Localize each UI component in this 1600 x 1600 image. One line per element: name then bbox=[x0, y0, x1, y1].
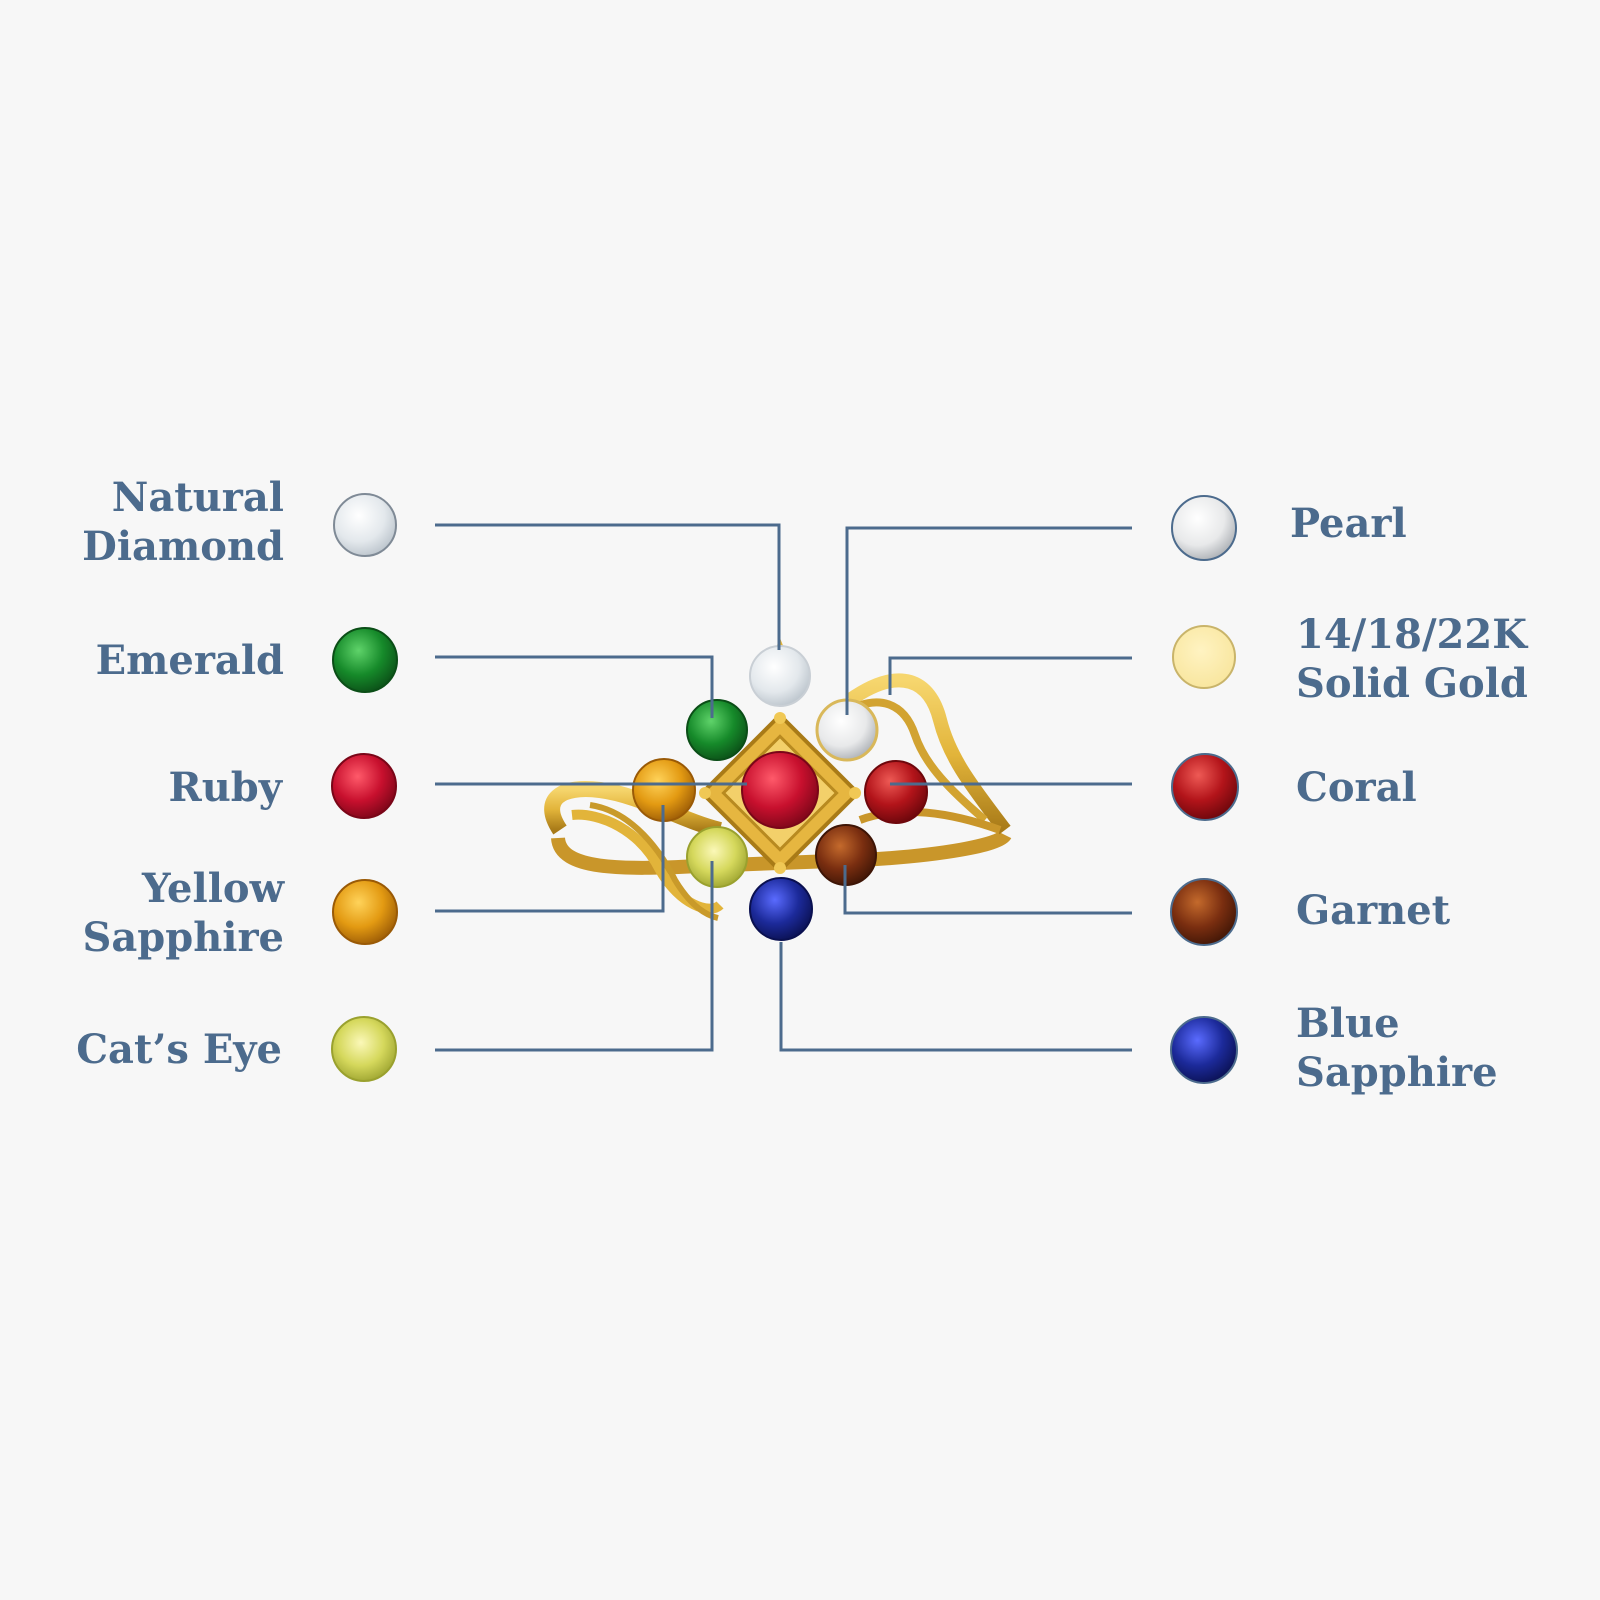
leader-emerald bbox=[435, 655, 714, 718]
label-coral: Coral bbox=[1296, 763, 1417, 812]
label-yellow-sapphire-line2: Sapphire bbox=[82, 914, 284, 961]
label-coral-line1: Coral bbox=[1296, 764, 1417, 811]
swatch-garnet bbox=[1170, 878, 1238, 946]
leader-blue-sapphire bbox=[779, 942, 1132, 1052]
label-solid-gold-line2: Solid Gold bbox=[1296, 660, 1528, 707]
leader-lines bbox=[435, 523, 1132, 1052]
ring-cats-eye bbox=[686, 826, 748, 888]
label-blue-sapphire: Blue Sapphire bbox=[1296, 999, 1498, 1097]
leader-natural-diamond bbox=[435, 523, 781, 650]
swatch-ruby bbox=[331, 753, 397, 819]
swatch-natural-diamond bbox=[333, 493, 397, 557]
ring-stones bbox=[632, 638, 928, 941]
label-garnet-line1: Garnet bbox=[1296, 887, 1451, 934]
label-yellow-sapphire-line1: Yellow bbox=[141, 865, 284, 912]
label-natural-diamond-line1: Natural bbox=[111, 474, 284, 521]
label-garnet: Garnet bbox=[1296, 886, 1450, 935]
ring-blue-sapphire bbox=[749, 877, 813, 941]
leader-pearl bbox=[845, 526, 1132, 715]
swatch-yellow-sapphire bbox=[332, 879, 398, 945]
ring-coral bbox=[864, 760, 928, 824]
label-blue-sapphire-line1: Blue bbox=[1296, 1000, 1400, 1047]
ring-natural-diamond bbox=[749, 645, 811, 707]
label-ruby: Ruby bbox=[168, 763, 282, 812]
label-natural-diamond-line2: Diamond bbox=[82, 523, 284, 570]
label-blue-sapphire-line2: Sapphire bbox=[1296, 1049, 1498, 1096]
swatch-blue-sapphire bbox=[1170, 1016, 1238, 1084]
label-pearl: Pearl bbox=[1290, 499, 1407, 548]
leader-garnet bbox=[843, 865, 1132, 915]
label-solid-gold-line1: 14/18/22K bbox=[1296, 611, 1527, 658]
ring-ruby bbox=[741, 751, 819, 829]
swatch-pearl bbox=[1171, 495, 1237, 561]
label-cats-eye: Cat’s Eye bbox=[76, 1025, 282, 1074]
label-cats-eye-line1: Cat’s Eye bbox=[76, 1026, 282, 1073]
leader-yellow-sapphire bbox=[435, 805, 665, 913]
label-emerald-line1: Emerald bbox=[95, 637, 284, 684]
swatch-solid-gold bbox=[1172, 625, 1236, 689]
label-pearl-line1: Pearl bbox=[1290, 500, 1407, 547]
label-yellow-sapphire: Yellow Sapphire bbox=[82, 864, 284, 962]
ring-emerald bbox=[686, 699, 748, 761]
leader-cats-eye bbox=[435, 861, 714, 1052]
swatch-cats-eye bbox=[331, 1016, 397, 1082]
label-ruby-line1: Ruby bbox=[168, 764, 282, 811]
leader-solid-gold bbox=[888, 656, 1132, 695]
label-natural-diamond: Natural Diamond bbox=[82, 473, 284, 571]
swatch-coral bbox=[1171, 753, 1239, 821]
stone-swatches bbox=[331, 493, 1239, 1084]
label-emerald: Emerald bbox=[96, 636, 284, 685]
swatch-emerald bbox=[332, 627, 398, 693]
label-solid-gold: 14/18/22K Solid Gold bbox=[1296, 610, 1528, 708]
